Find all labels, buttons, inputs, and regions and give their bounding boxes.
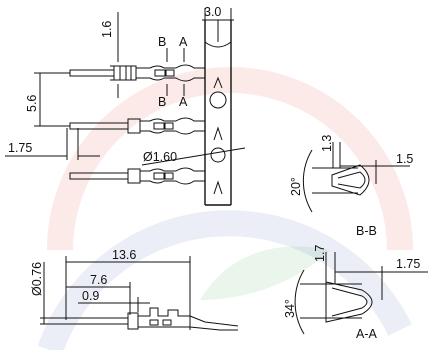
bb-dim-height: 1.3 (320, 135, 334, 152)
carrier-strip (204, 20, 232, 206)
watermark-logo (37, 67, 413, 355)
terminal-1 (69, 64, 205, 82)
aa-dim-height: 1.7 (313, 245, 327, 262)
dim-width-label: 3.0 (204, 5, 221, 19)
side-terminal (43, 307, 239, 331)
side-dim-tip: 0.9 (82, 289, 99, 303)
notch-1 (213, 76, 223, 89)
side-dim-mid: 7.6 (90, 273, 107, 287)
pilot-hole-1 (209, 91, 227, 109)
top-view: 3.0 1.6 B A B A 5.6 (5, 5, 246, 206)
side-dim-pin-dia: Ø0.76 (30, 262, 44, 296)
watermark-leaf-green (200, 246, 330, 300)
aa-label: A-A (356, 327, 378, 341)
aa-dim-angle: 34° (283, 299, 297, 318)
notch-2 (213, 126, 223, 141)
side-view: Ø0.76 13.6 7.6 0.9 (30, 248, 239, 331)
dim-pitch-label: 5.6 (25, 95, 39, 112)
dim-offset-label: 1.75 (8, 141, 32, 155)
section-b-top: B (158, 35, 166, 49)
section-marks: B A B A (158, 35, 188, 109)
section-a-top: A (179, 35, 188, 49)
aa-dim-length: 1.75 (396, 257, 420, 271)
dim-width: 3.0 (202, 5, 234, 22)
dim-pitch: 5.6 (25, 72, 70, 127)
section-b-bottom: B (158, 95, 166, 109)
dim-pin: 1.6 (100, 12, 126, 98)
dim-offset: 1.75 (5, 128, 100, 160)
section-bb: 1.3 1.5 20° B-B (289, 135, 413, 238)
watermark-arc-blue (37, 210, 412, 355)
section-aa: 1.7 1.75 34° A-A (283, 245, 428, 341)
dim-hole: Ø1.60 (141, 147, 246, 166)
bb-label: B-B (356, 224, 377, 238)
dim-hole-label: Ø1.60 (143, 150, 177, 164)
bb-dim-length: 1.5 (396, 152, 413, 166)
dim-pin-label: 1.6 (100, 21, 114, 38)
side-dim-total: 13.6 (112, 248, 136, 262)
pilot-hole-2 (210, 147, 226, 163)
bb-dim-angle: 20° (289, 177, 303, 196)
section-a-bottom: A (179, 95, 188, 109)
watermark-arc-red (47, 67, 413, 251)
terminal-3 (69, 167, 205, 185)
notch-3 (213, 180, 223, 195)
